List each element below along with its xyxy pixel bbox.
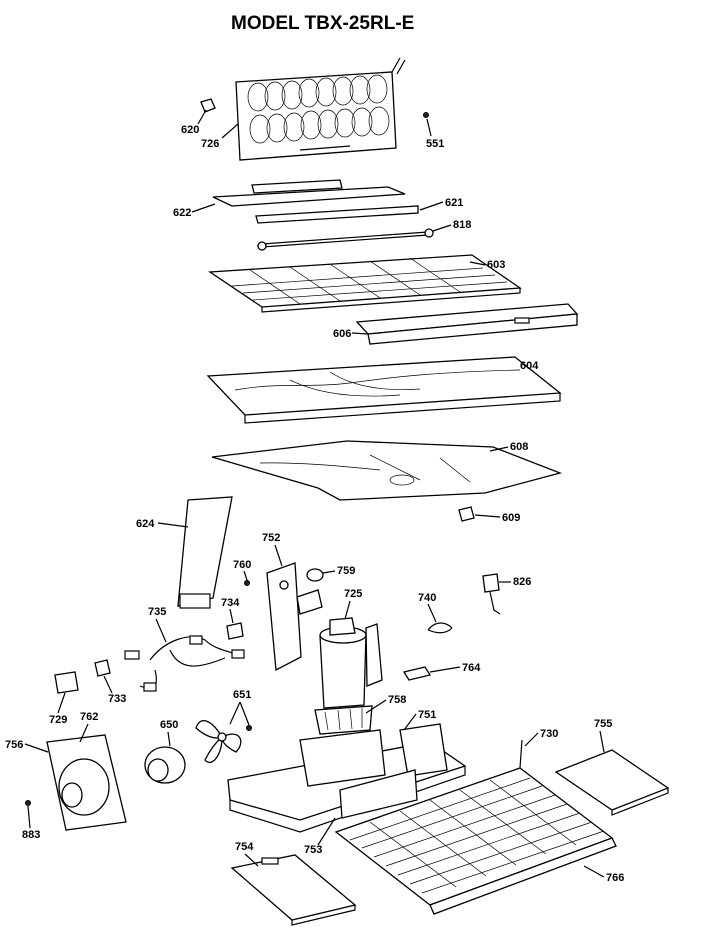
label-754: 754 (235, 841, 254, 853)
part-725-compressor[interactable] (319, 617, 383, 709)
part-726-evaporator[interactable] (235, 57, 406, 161)
label-730: 730 (540, 728, 558, 740)
label-551: 551 (426, 138, 444, 150)
label-604: 604 (520, 360, 539, 372)
label-734: 734 (221, 597, 240, 609)
label-740: 740 (418, 592, 436, 604)
model-title: MODEL TBX-25RL-E (231, 13, 414, 34)
label-621: 621 (445, 197, 463, 209)
label-756: 756 (5, 739, 23, 751)
part-755-cover[interactable] (554, 749, 670, 816)
part-760-screw[interactable] (244, 580, 250, 586)
part-621-bar[interactable] (255, 205, 419, 224)
label-733: 733 (108, 693, 126, 705)
part-883-screw[interactable] (25, 800, 31, 806)
label-764: 764 (462, 662, 481, 674)
part-752-bracket[interactable] (266, 562, 323, 672)
label-766: 766 (606, 872, 624, 884)
part-751-base[interactable] (227, 723, 467, 833)
part-551-screw[interactable] (423, 112, 429, 118)
part-826-relay[interactable] (482, 573, 501, 615)
part-729-block[interactable] (54, 671, 79, 694)
label-818: 818 (453, 219, 471, 231)
part-603-shelf[interactable] (208, 254, 522, 313)
part-734-capacitor[interactable] (226, 622, 244, 640)
label-883: 883 (22, 829, 40, 841)
part-756-fan-shroud[interactable] (46, 734, 127, 831)
part-758-mount[interactable] (314, 705, 373, 735)
part-735-harness[interactable] (124, 635, 245, 692)
part-622-cover[interactable] (212, 179, 406, 207)
label-752: 752 (262, 532, 280, 544)
label-620: 620 (181, 124, 199, 136)
label-760: 760 (233, 559, 251, 571)
part-608-tray[interactable] (211, 440, 563, 501)
label-735: 735 (148, 606, 166, 618)
label-609: 609 (502, 512, 520, 524)
part-754-panel[interactable] (230, 854, 357, 926)
label-725: 725 (344, 588, 362, 600)
label-726: 726 (201, 138, 219, 150)
label-606: 606 (333, 328, 351, 340)
label-651: 651 (233, 689, 251, 701)
part-759-grommet[interactable] (306, 568, 324, 582)
part-650-fan-motor[interactable] (144, 746, 186, 784)
part-733-switch[interactable] (94, 659, 111, 677)
part-764-plate[interactable] (402, 666, 432, 681)
label-753: 753 (304, 844, 322, 856)
label-729: 729 (49, 714, 67, 726)
part-766-rail[interactable] (429, 837, 617, 915)
label-622: 622 (173, 207, 191, 219)
label-650: 650 (160, 719, 178, 731)
part-740-clip[interactable] (427, 622, 453, 634)
label-826: 826 (513, 576, 531, 588)
part-620-clip[interactable] (200, 98, 216, 113)
part-624-duct[interactable] (177, 496, 233, 609)
label-751: 751 (418, 709, 436, 721)
label-762: 762 (80, 711, 98, 723)
label-755: 755 (594, 718, 612, 730)
part-651-fan-blade[interactable] (195, 720, 252, 763)
label-624: 624 (136, 518, 155, 530)
label-758: 758 (388, 694, 406, 706)
label-603: 603 (487, 259, 505, 271)
part-818-rod[interactable] (257, 228, 434, 251)
part-604-pan[interactable] (206, 356, 562, 424)
label-759: 759 (337, 565, 355, 577)
label-608: 608 (510, 441, 528, 453)
part-606-front[interactable] (355, 303, 579, 345)
part-609-bracket[interactable] (458, 506, 475, 522)
